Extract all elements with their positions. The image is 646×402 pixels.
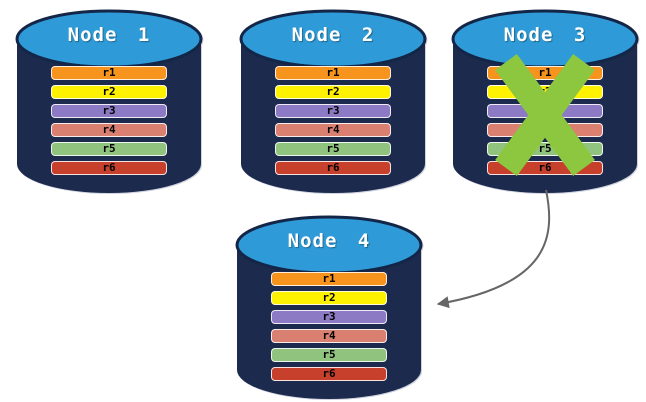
replica-row: r4 [275,123,391,137]
replica-row: r4 [271,329,387,343]
node-title: Node 4 [287,230,371,252]
replica-rows: r1 r2 r3 r4 r5 r6 [271,272,387,381]
arrow-path [436,189,551,309]
replica-row: r2 [51,85,167,99]
replica-row: r3 [51,104,167,118]
replica-row: r4 [51,123,167,137]
replica-row: r5 [51,142,167,156]
x-stroke [495,53,595,177]
replica-row: r5 [275,142,391,156]
replica-row: r3 [275,104,391,118]
replica-row: r2 [275,85,391,99]
replica-row: r1 [51,66,167,80]
replica-row: r5 [271,348,387,362]
replica-rows: r1 r2 r3 r4 r5 r6 [51,66,167,175]
db-node-4: Node 4 r1 r2 r3 r4 r5 r6 [234,212,424,402]
replica-row: r2 [271,291,387,305]
node-title: Node 3 [503,24,587,46]
replica-row: r3 [271,310,387,324]
node-title: Node 2 [291,24,375,46]
replica-rows: r1 r2 r3 r4 r5 r6 [275,66,391,175]
db-node-1: Node 1 r1 r2 r3 r4 r5 r6 [14,6,204,196]
replica-row: r1 [275,66,391,80]
replica-row: r6 [271,367,387,381]
replica-row: r6 [51,161,167,175]
replica-row: r6 [275,161,391,175]
db-node-2: Node 2 r1 r2 r3 r4 r5 r6 [238,6,428,196]
db-node-3: Node 3 r1 r2 r3 r4 r5 r6 [450,6,640,196]
failure-x-icon [495,53,595,177]
replica-row: r1 [271,272,387,286]
node-title: Node 1 [67,24,151,46]
